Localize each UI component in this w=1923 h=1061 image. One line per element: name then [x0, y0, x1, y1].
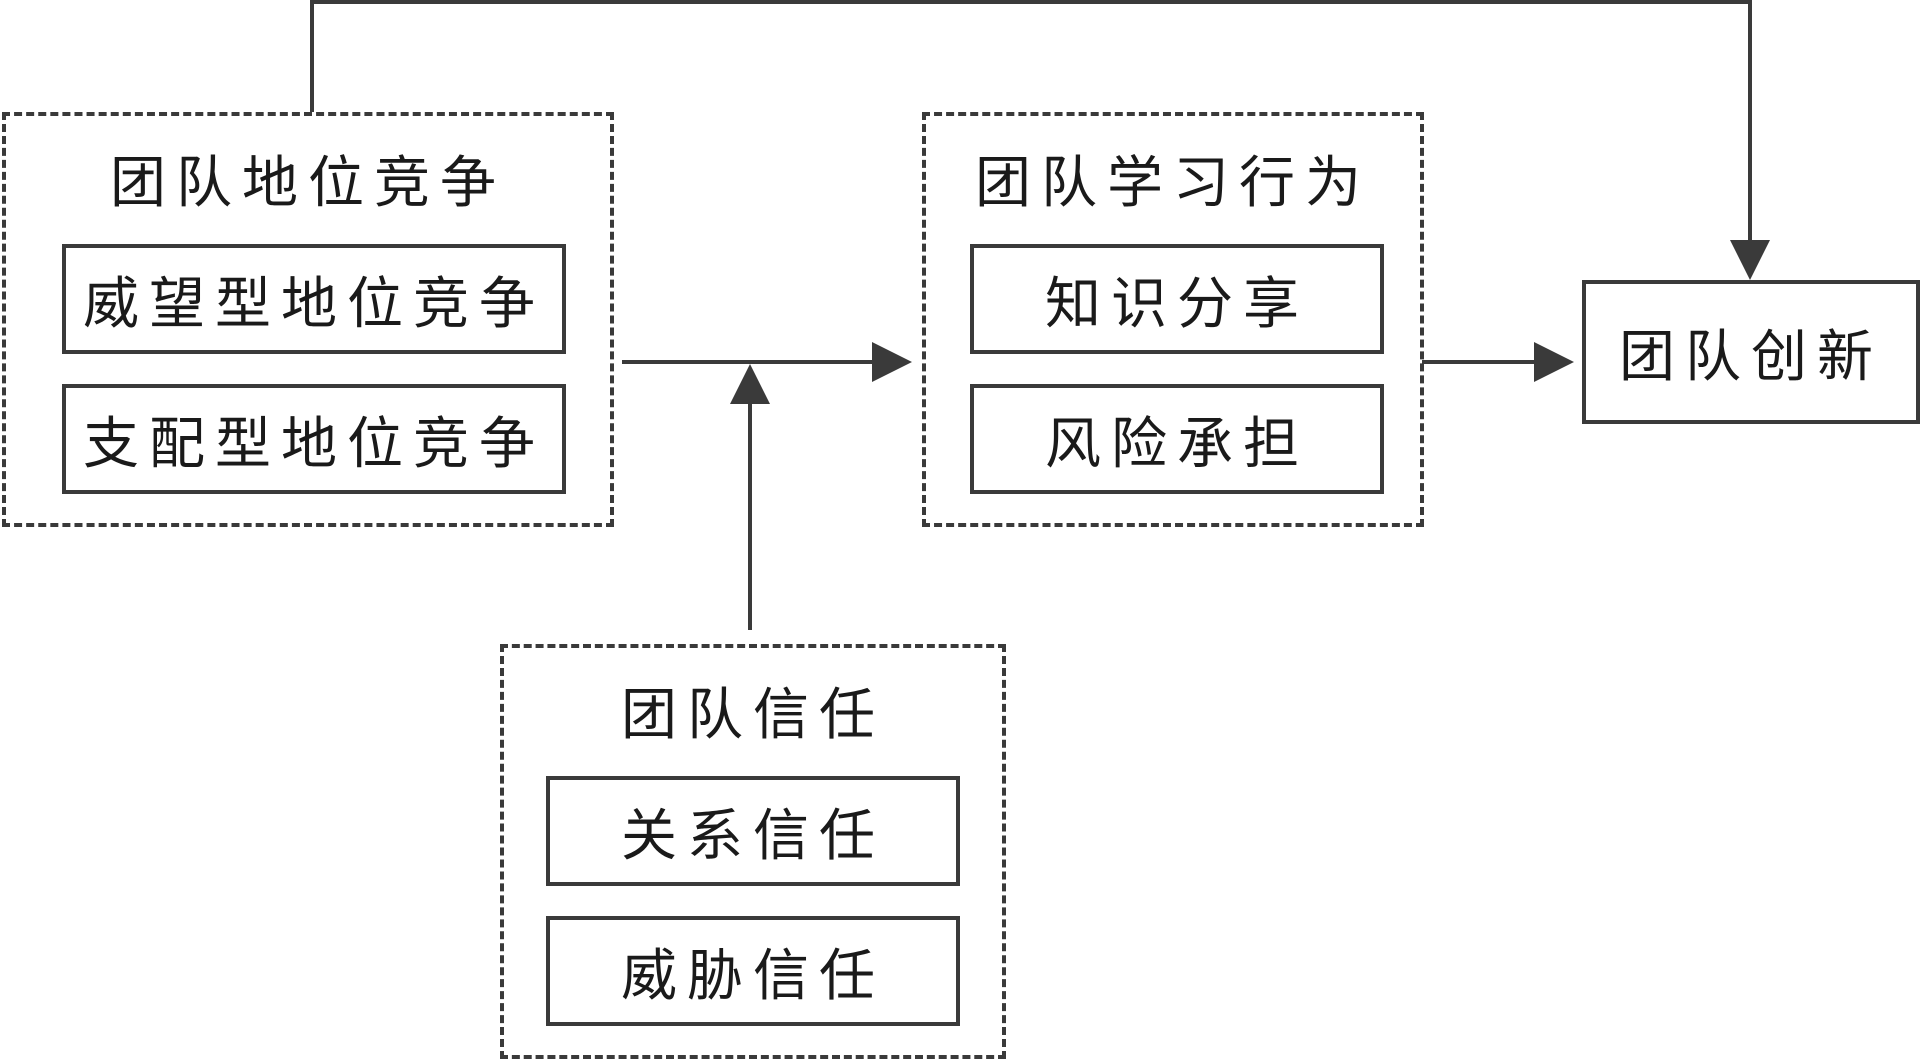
group-title-status-competition: 团队地位竞争	[110, 151, 506, 216]
arrow-competition-to-innovation	[310, 0, 1770, 280]
node-knowledge-sharing: 知识分享	[970, 244, 1384, 354]
node-risk-taking: 风险承担	[970, 384, 1384, 494]
group-status-competition: 团队地位竞争 威望型地位竞争 支配型地位竞争	[2, 112, 614, 527]
group-title-team-trust: 团队信任	[621, 683, 885, 748]
node-relational-trust: 关系信任	[546, 776, 960, 886]
node-dominance-competition: 支配型地位竞争	[62, 384, 566, 494]
node-team-innovation: 团队创新	[1582, 280, 1920, 424]
group-team-trust: 团队信任 关系信任 威胁信任	[500, 644, 1006, 1059]
group-title-team-learning: 团队学习行为	[975, 151, 1371, 216]
node-prestige-competition: 威望型地位竞争	[62, 244, 566, 354]
group-team-learning: 团队学习行为 知识分享 风险承担	[922, 112, 1424, 527]
node-threat-trust: 威胁信任	[546, 916, 960, 1026]
